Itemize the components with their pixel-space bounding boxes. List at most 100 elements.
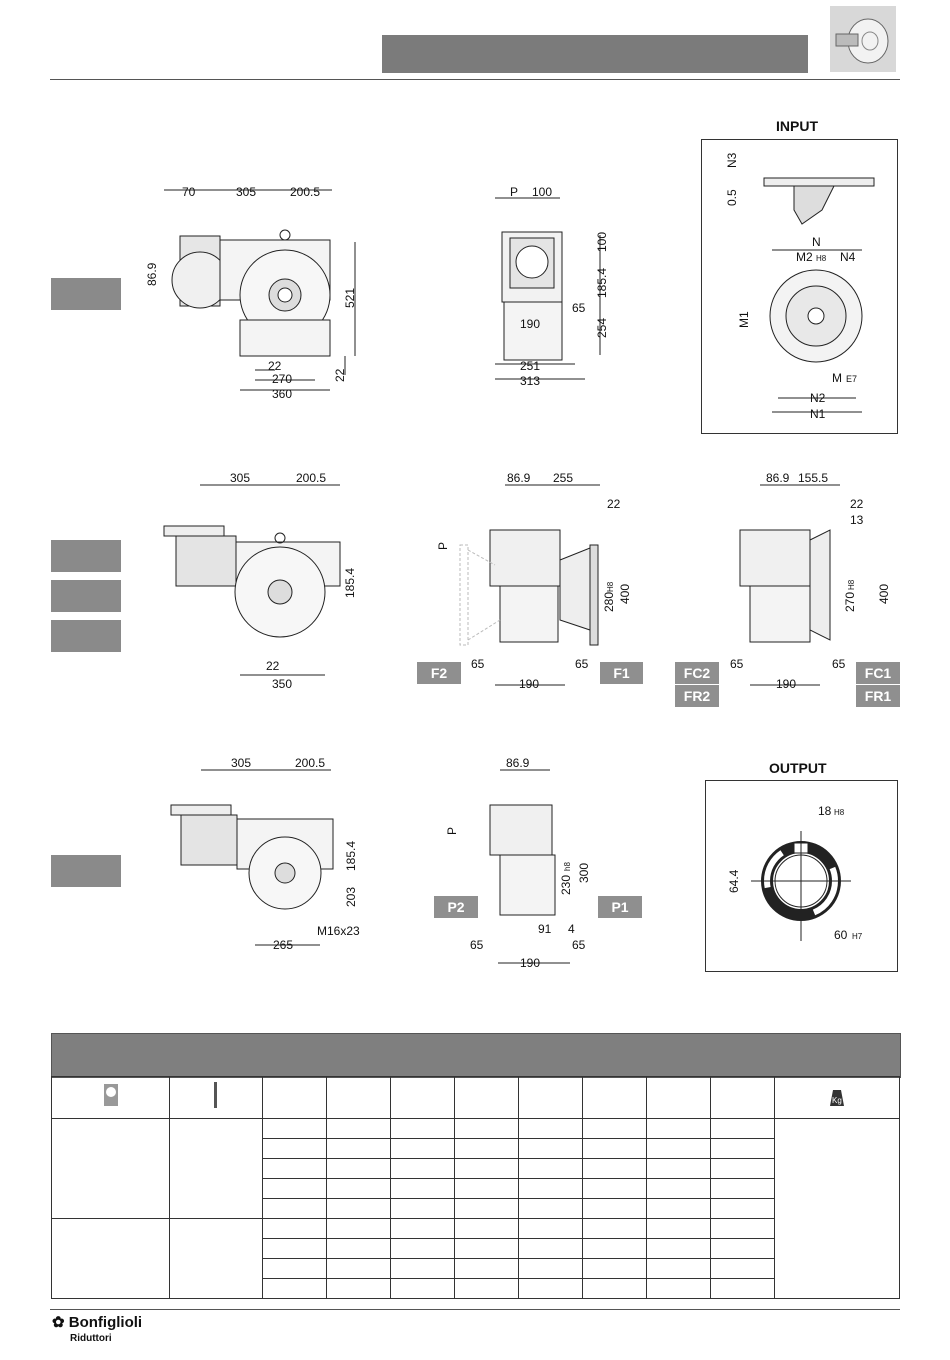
input-n1: N1: [810, 407, 826, 421]
dim-86-9-p: 86.9: [506, 756, 530, 770]
dim-70: 70: [182, 185, 196, 199]
output-title: OUTPUT: [769, 760, 827, 776]
output-frame: 18 H8 64.4 60 H7: [705, 780, 898, 972]
dim-65-f-left: 65: [471, 657, 485, 671]
dim-13: 13: [850, 513, 864, 527]
dim-22-bottom: 22: [268, 359, 282, 373]
dim-270-fc: 270: [843, 592, 857, 612]
gearbox-icon-cell: [51, 1076, 170, 1119]
dim-185-4-p: 185.4: [344, 841, 358, 871]
data-table: Kg: [51, 1076, 900, 1299]
output-h7: H7: [852, 932, 863, 941]
dim-86-9: 86.9: [145, 262, 159, 286]
dim-p-p: P: [445, 827, 459, 835]
input-n4: N4: [840, 250, 856, 264]
table-header-bar: [51, 1033, 901, 1078]
dim-155-5: 155.5: [798, 471, 828, 485]
output-h8: H8: [834, 808, 845, 817]
dim-305-p: 305: [231, 756, 251, 770]
label-p1: P1: [598, 896, 642, 918]
dim-190-f: 190: [519, 677, 539, 691]
input-title: INPUT: [776, 118, 818, 134]
dim-190-fc: 190: [776, 677, 796, 691]
label-f2: F2: [417, 662, 461, 684]
dim-190-p: 190: [520, 956, 540, 970]
brand-logo: ✿ Bonfiglioli: [52, 1313, 142, 1331]
input-n3: N3: [725, 152, 739, 168]
dim-22-right: 22: [333, 368, 347, 382]
label-f1: F1: [600, 662, 643, 684]
input-e7: E7: [846, 374, 857, 384]
dim-m16x23: M16x23: [317, 924, 360, 938]
gear-wheel-icon: [830, 6, 896, 72]
output-18: 18: [818, 804, 832, 818]
dim-65-p-left: 65: [470, 938, 484, 952]
dim-203: 203: [344, 887, 358, 907]
dim-400-fc: 400: [877, 584, 891, 604]
brand-mark-icon: ✿: [52, 1314, 65, 1331]
section-tab-4: [51, 620, 121, 652]
dim-4: 4: [568, 922, 575, 936]
label-fc2: FC2: [675, 662, 719, 684]
dim-91: 91: [538, 922, 552, 936]
dim-22-b: 22: [266, 659, 280, 673]
dim-65: 65: [572, 301, 586, 315]
dim-254: 254: [595, 318, 609, 338]
input-m: M: [832, 371, 842, 385]
input-n2: N2: [810, 391, 826, 405]
dim-350: 350: [272, 677, 292, 691]
input-m1: M1: [737, 311, 751, 328]
dim-100-right: 100: [595, 232, 609, 252]
input-m2: M2: [796, 250, 813, 264]
drawing-flange-f: 86.9 255 22 P 280 H8 400 65 65 190: [436, 471, 632, 691]
dim-313: 313: [520, 374, 540, 388]
dim-400-f: 400: [618, 584, 632, 604]
dim-200-5-p: 200.5: [295, 756, 325, 770]
dim-86-9-fc: 86.9: [766, 471, 790, 485]
label-p2: P2: [434, 896, 478, 918]
shaft-icon: [214, 1082, 217, 1108]
dim-255: 255: [553, 471, 573, 485]
dim-100: 100: [532, 185, 552, 199]
dim-300: 300: [577, 863, 591, 883]
dim-22-f: 22: [607, 497, 621, 511]
dim-86-9-f: 86.9: [507, 471, 531, 485]
input-h8: H8: [816, 254, 827, 263]
dim-190: 190: [520, 317, 540, 331]
header-rule: [50, 79, 900, 80]
section-tab-3: [51, 580, 121, 612]
dim-p-f: P: [436, 542, 450, 550]
dim-h8-fc: H8: [847, 579, 856, 590]
gearbox-icon: [103, 1084, 118, 1106]
dim-270: 270: [272, 372, 292, 386]
dim-200-5: 200.5: [290, 185, 320, 199]
dim-p: P: [510, 185, 518, 199]
dim-360: 360: [272, 387, 292, 401]
brand-subtitle: Riduttori: [70, 1333, 112, 1344]
dim-22-fc: 22: [850, 497, 864, 511]
label-fc1: FC1: [856, 662, 900, 684]
label-fr2: FR2: [675, 685, 719, 707]
weight-icon: Kg: [830, 1090, 844, 1106]
section-tab-1: [51, 278, 121, 310]
input-frame: N3 0.5 N M2 H8 N4 M1 M E7 N2 N1: [701, 139, 898, 434]
dim-65-fc-left: 65: [730, 657, 744, 671]
drawing-side-view-2: 305 200.5 185.4 22 350: [160, 471, 357, 691]
weight-icon-cell: Kg: [774, 1076, 900, 1119]
dim-h8-f: H8: [606, 581, 615, 592]
footer-rule: [50, 1309, 900, 1310]
dim-65-f-right: 65: [575, 657, 589, 671]
drawing-side-view-1: 70 305 200.5 86.9 521 22 22 270 360: [145, 185, 357, 401]
dim-305: 305: [236, 185, 256, 199]
output-60: 60: [834, 928, 848, 942]
section-tab-2: [51, 540, 121, 572]
header-bar: [382, 35, 808, 73]
dim-265: 265: [273, 938, 293, 952]
dim-230: 230: [559, 875, 573, 895]
drawing-side-view-3: 305 200.5 185.4 203 265 M16x23: [165, 756, 360, 952]
dim-305-b: 305: [230, 471, 250, 485]
input-0-5: 0.5: [725, 189, 739, 206]
dim-65-fc-right: 65: [832, 657, 846, 671]
output-64-4: 64.4: [727, 869, 741, 893]
shaft-icon-cell: [169, 1076, 263, 1119]
